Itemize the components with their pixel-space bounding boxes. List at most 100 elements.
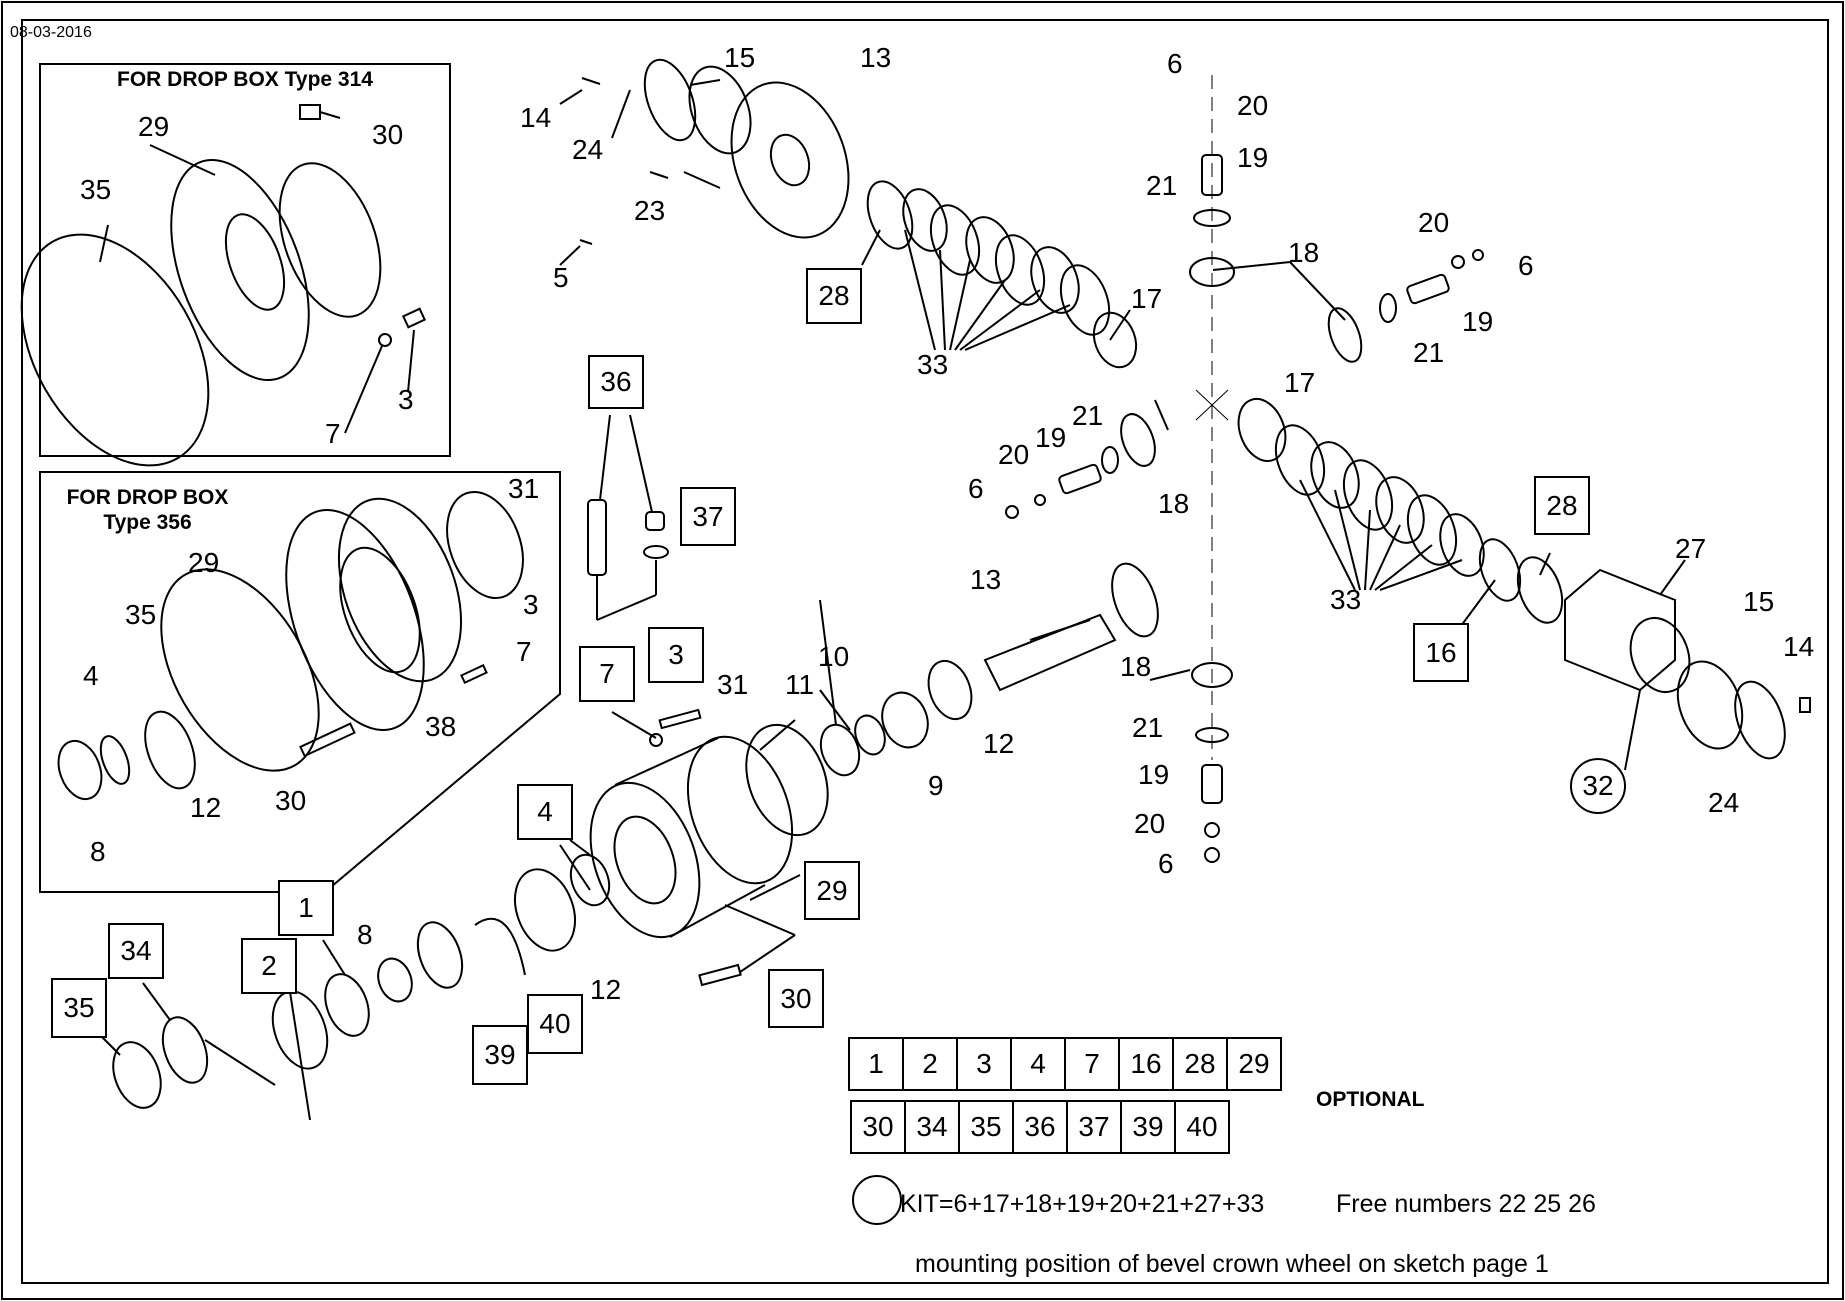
- label-12-a: 12: [190, 792, 222, 823]
- free-numbers-note: Free numbers 22 25 26: [1336, 1190, 1596, 1218]
- label-31-b: 31: [717, 669, 749, 700]
- pinion-shaft-13: [983, 613, 1117, 692]
- washer-39: [416, 921, 464, 989]
- kit-note: KIT=6+17+18+19+20+21+27+33: [900, 1190, 1305, 1219]
- optional-table-row1: 1 2 3 4 7 16 28 29: [848, 1037, 1282, 1091]
- optional-label: OPTIONAL: [1316, 1088, 1425, 1111]
- boxed-label-30: 30: [768, 969, 824, 1028]
- inset-356-frame: [39, 471, 561, 893]
- label-15-top: 15: [724, 42, 756, 73]
- boxed-label-28-top: 28: [806, 268, 862, 324]
- crown-wheel-13: [730, 81, 850, 239]
- kit-note-text: KIT=6+17+18+19+20+21+27+33: [900, 1190, 1265, 1218]
- label-13-shaft: 13: [970, 564, 1002, 595]
- label-14-low: 14: [1783, 631, 1815, 662]
- housing-29-back: [686, 735, 794, 885]
- pinion-18-left: [1120, 413, 1156, 467]
- mounting-note: mounting position of bevel crown wheel o…: [915, 1250, 1580, 1279]
- label-30-b: 30: [275, 785, 307, 816]
- label-14-top: 14: [520, 102, 552, 133]
- label-29-a: 29: [138, 111, 170, 142]
- label-3-a: 3: [398, 384, 414, 415]
- label-18-top: 18: [1288, 237, 1320, 268]
- diff-housing-27: [1564, 568, 1676, 692]
- label-19-left: 19: [1035, 422, 1067, 453]
- opt-cell: 37: [1066, 1100, 1122, 1154]
- label-38: 38: [425, 711, 457, 742]
- label-33-low: 33: [1330, 584, 1362, 615]
- oring-35-a: [20, 233, 210, 467]
- label-21-bottom: 21: [1132, 712, 1164, 743]
- shim-16: [1478, 538, 1522, 602]
- boxed-label-34: 34: [108, 923, 164, 979]
- label-4-a: 4: [83, 660, 99, 691]
- label-24-top: 24: [572, 134, 604, 165]
- label-8-b: 8: [357, 919, 373, 950]
- ring-nut-24-low: [1734, 680, 1786, 760]
- drawing-frame: [21, 19, 1829, 1284]
- label-29-b: 29: [188, 547, 220, 578]
- boxed-label-1: 1: [278, 880, 334, 936]
- ring-nut-24-top: [643, 58, 697, 142]
- opt-cell: 40: [1174, 1100, 1230, 1154]
- pinion-18-top: [1189, 257, 1235, 287]
- label-33-top: 33: [917, 349, 949, 380]
- boxed-label-35: 35: [51, 978, 107, 1038]
- nut-8: [377, 957, 413, 1003]
- label-13-top: 13: [860, 42, 892, 73]
- label-10: 10: [818, 641, 850, 672]
- opt-cell: 28: [1172, 1037, 1228, 1091]
- label-19-top: 19: [1237, 142, 1269, 173]
- flange-29-b: [285, 509, 425, 731]
- bolt-30-a: [299, 104, 321, 120]
- inset-314-title: FOR DROP BOX Type 314: [117, 68, 373, 91]
- bearing-12-shaft: [927, 659, 973, 721]
- boxed-label-16: 16: [1413, 623, 1469, 682]
- label-6-left: 6: [968, 473, 984, 504]
- label-35-b: 35: [125, 599, 157, 630]
- bearing-15-top: [688, 65, 752, 155]
- pin-19-bottom: [1201, 764, 1223, 804]
- oring-35-low: [112, 1041, 162, 1109]
- date-stamp: 08-03-2016: [10, 24, 92, 41]
- housing-29-front: [589, 781, 701, 939]
- opt-cell: 3: [956, 1037, 1012, 1091]
- side-gear-17-low: [1237, 398, 1287, 462]
- boxed-label-40: 40: [527, 994, 583, 1054]
- label-31-a: 31: [508, 473, 540, 504]
- kit-circle-marker: [852, 1175, 902, 1225]
- label-15-low: 15: [1743, 586, 1775, 617]
- label-23: 23: [634, 195, 666, 226]
- opt-cell: 16: [1118, 1037, 1174, 1091]
- mounting-note-text: mounting position of bevel crown wheel o…: [915, 1250, 1549, 1278]
- shim-4: [569, 853, 611, 907]
- label-20-bottom: 20: [1134, 808, 1166, 839]
- label-18-bottom: 18: [1120, 651, 1152, 682]
- opt-cell: 7: [1064, 1037, 1120, 1091]
- pinion-18-bottom: [1191, 662, 1233, 688]
- spacer-9: [881, 691, 929, 749]
- label-21-right: 21: [1413, 337, 1445, 368]
- label-24-low: 24: [1708, 787, 1740, 818]
- boxed-label-7: 7: [579, 646, 635, 702]
- circled-label-32: 32: [1570, 758, 1626, 814]
- opt-cell: 1: [848, 1037, 904, 1091]
- opt-cell: 30: [850, 1100, 906, 1154]
- oring-31: [745, 723, 829, 837]
- label-7-b: 7: [516, 636, 532, 667]
- label-19-right: 19: [1462, 306, 1494, 337]
- label-20-left: 20: [998, 439, 1030, 470]
- shim-1: [324, 973, 370, 1037]
- label-7-a: 7: [325, 418, 341, 449]
- bearing-12-low: [514, 868, 576, 952]
- pinion-18-right: [1327, 307, 1363, 363]
- label-20-right: 20: [1418, 207, 1450, 238]
- pin-19-top: [1201, 154, 1223, 196]
- opt-cell: 35: [958, 1100, 1014, 1154]
- label-30-a: 30: [372, 119, 404, 150]
- boxed-label-2: 2: [241, 938, 297, 994]
- label-27: 27: [1675, 533, 1707, 564]
- label-5: 5: [553, 262, 569, 293]
